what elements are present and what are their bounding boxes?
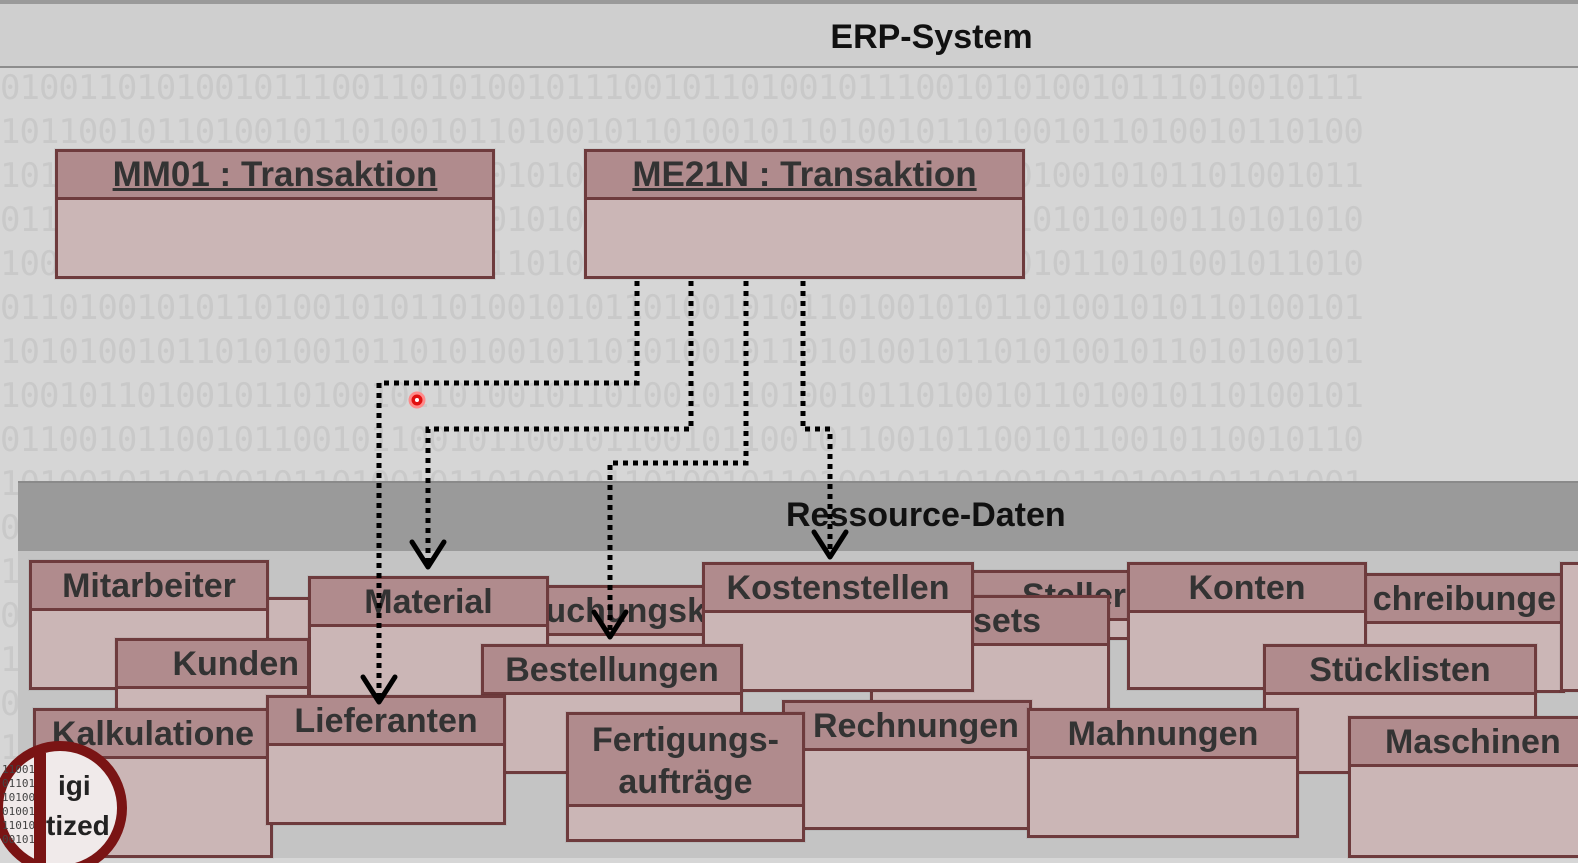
mitarbeiter-label: Mitarbeiter (32, 563, 266, 611)
digitized-logo: 110010 011010 101001 010011 110100 00101… (0, 741, 127, 863)
mm01-transaction-label: MM01 : Transaktion (58, 152, 492, 200)
fertigungsauftraege-box: Fertigungs- aufträge (566, 712, 805, 842)
logo-text-1: igi (58, 770, 91, 801)
svg-text:001011: 001011 (2, 833, 42, 846)
kostenstellen-box: Kostenstellen (702, 562, 974, 692)
kostenstellen-label: Kostenstellen (705, 565, 971, 613)
rechnungen-label: Rechnungen (785, 703, 1029, 751)
me21n-transaction-box: ME21N : Transaktion (584, 149, 1025, 279)
svg-text:110010: 110010 (2, 763, 42, 776)
fertigungsauftraege-header: Fertigungs- aufträge (569, 715, 802, 807)
mahnungen-box: Mahnungen (1027, 708, 1299, 838)
logo-text-2: tized (46, 810, 110, 841)
me21n-transaction-label: ME21N : Transaktion (587, 152, 1022, 200)
erp-system-header: ERP-System (0, 4, 1578, 68)
top-border (0, 0, 1578, 4)
rechnungen-box: Rechnungen (782, 700, 1032, 830)
svg-text:110100: 110100 (2, 819, 42, 832)
mm01-transaction-box: MM01 : Transaktion (55, 149, 495, 279)
konten-label: Konten (1130, 565, 1364, 613)
stuecklisten-label: Stücklisten (1266, 647, 1534, 695)
right-edge-box (1560, 562, 1578, 692)
arrow-to-bestellungen (607, 281, 749, 635)
arrow-to-kostenstellen (800, 281, 833, 553)
arrowhead-lieferanten (360, 674, 398, 705)
beschreibungen-label: chreibunge (1358, 576, 1562, 624)
resource-data-band (18, 481, 1578, 553)
arrowhead-bestellungen (591, 609, 629, 640)
arrow-to-material (425, 281, 694, 565)
fertigungsauftraege-label-line2: aufträge (618, 763, 753, 801)
kunden-label: Kunden (118, 641, 307, 689)
arrow-to-lieferanten (376, 281, 640, 700)
lieferanten-box: Lieferanten (266, 695, 506, 825)
arrowhead-kostenstellen (811, 529, 849, 560)
svg-text:010011: 010011 (2, 805, 42, 818)
material-label: Material (311, 579, 546, 627)
bestellungen-label: Bestellungen (484, 647, 740, 695)
svg-text:011010: 011010 (2, 777, 42, 790)
svg-text:101001: 101001 (2, 791, 42, 804)
arrowhead-material (409, 539, 447, 570)
maschinen-box: Maschinen (1348, 716, 1578, 858)
lieferanten-label: Lieferanten (269, 698, 503, 746)
fertigungsauftraege-label-line1: Fertigungs- (592, 721, 779, 759)
resource-data-title: Ressource-Daten (786, 496, 1066, 534)
maschinen-label: Maschinen (1351, 719, 1578, 767)
erp-system-title: ERP-System (830, 18, 1033, 56)
mahnungen-label: Mahnungen (1030, 711, 1296, 759)
material-box: Material (308, 576, 549, 704)
